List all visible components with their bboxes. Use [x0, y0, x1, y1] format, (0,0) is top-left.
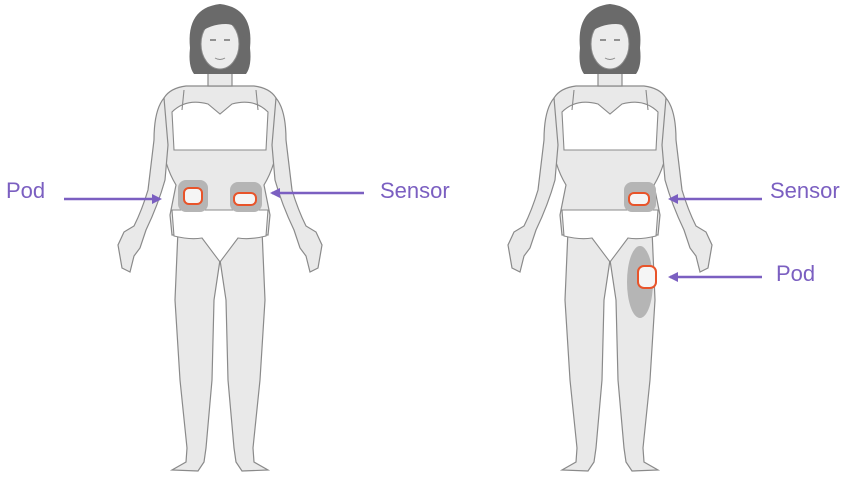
pod-label-1: Pod [6, 178, 45, 204]
figure-1 [118, 4, 322, 471]
sensor-site-1 [230, 182, 262, 212]
figure-2 [508, 4, 712, 471]
pod-site-1 [178, 180, 208, 212]
pod-label-2: Pod [776, 261, 815, 287]
sensor-site-2 [624, 182, 656, 212]
sensor-label-2: Sensor [770, 178, 840, 204]
sensor-label-1: Sensor [380, 178, 450, 204]
